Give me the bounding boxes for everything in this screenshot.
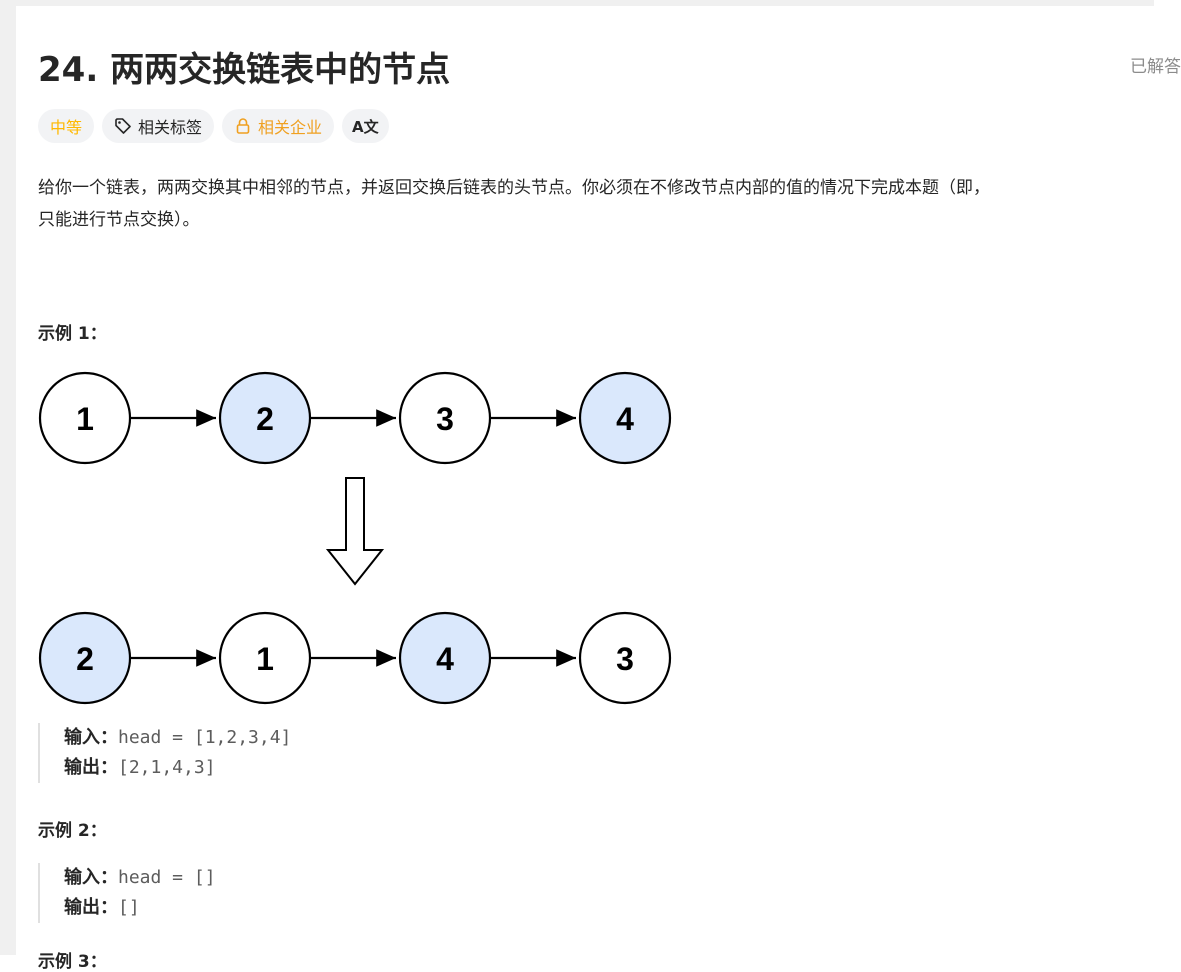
top-node-1: 1 bbox=[38, 371, 132, 465]
bottom-node-1-label: 2 bbox=[76, 641, 94, 677]
example-2-output: 输出：[] bbox=[64, 893, 216, 923]
translate-button[interactable]: A文 bbox=[342, 109, 389, 143]
example-3-title: 示例 3： bbox=[38, 952, 107, 972]
example-1-output: 输出：[2,1,4,3] bbox=[64, 753, 291, 783]
bottom-node-4: 3 bbox=[578, 611, 672, 705]
example-1-input: 输入：head = [1,2,3,4] bbox=[64, 723, 291, 753]
bottom-node-3: 4 bbox=[398, 611, 492, 705]
example-2-input: 输入：head = [] bbox=[64, 863, 216, 893]
top-node-3: 3 bbox=[398, 371, 492, 465]
description-line-1: 给你一个链表，两两交换其中相邻的节点，并返回交换后链表的头节点。你必须在不修改节… bbox=[38, 178, 990, 198]
related-tags-label: 相关标签 bbox=[138, 118, 203, 137]
bottom-node-2-label: 1 bbox=[256, 641, 274, 677]
example-1-output-label: 输出： bbox=[64, 757, 118, 778]
difficulty-badge: 中等 bbox=[38, 109, 95, 143]
bottom-node-2: 1 bbox=[218, 611, 312, 705]
swap-down-arrow bbox=[325, 477, 385, 586]
tag-icon bbox=[114, 117, 132, 135]
lock-icon bbox=[234, 117, 252, 135]
example-1-io: 输入：head = [1,2,3,4] 输出：[2,1,4,3] bbox=[38, 723, 291, 783]
related-companies-label: 相关企业 bbox=[258, 118, 323, 137]
example-2-output-label: 输出： bbox=[64, 897, 118, 918]
linked-list-swap-diagram: 1 2 3 4 bbox=[38, 371, 672, 705]
example-1-diagram: 1 2 3 4 bbox=[38, 366, 678, 710]
bottom-node-3-label: 4 bbox=[436, 641, 454, 677]
example-2-io: 输入：head = [] 输出：[] bbox=[38, 863, 216, 923]
translate-icon: A文 bbox=[352, 117, 379, 136]
example-2-title: 示例 2： bbox=[38, 821, 107, 841]
description-line-2: 只能进行节点交换）。 bbox=[38, 210, 200, 230]
example-2-input-value: head = [] bbox=[118, 867, 216, 888]
tag-bar: 中等 相关标签 相关企业 bbox=[38, 108, 389, 144]
top-node-3-label: 3 bbox=[436, 401, 454, 437]
example-1-input-value: head = [1,2,3,4] bbox=[118, 727, 292, 748]
bottom-node-4-label: 3 bbox=[616, 641, 634, 677]
related-companies-button[interactable]: 相关企业 bbox=[222, 109, 335, 143]
top-node-4: 4 bbox=[578, 371, 672, 465]
problem-description: 给你一个链表，两两交换其中相邻的节点，并返回交换后链表的头节点。你必须在不修改节… bbox=[38, 172, 1168, 236]
difficulty-label: 中等 bbox=[50, 118, 83, 137]
solved-status: 已解答 bbox=[1130, 57, 1181, 77]
problem-description-panel: 24. 两两交换链表中的节点 已解答 中等 相关标签 bbox=[16, 6, 1181, 972]
example-1-input-label: 输入： bbox=[64, 727, 118, 748]
top-node-2: 2 bbox=[218, 371, 312, 465]
problem-title[interactable]: 24. 两两交换链表中的节点 bbox=[38, 50, 451, 90]
top-node-2-label: 2 bbox=[256, 401, 274, 437]
related-tags-button[interactable]: 相关标签 bbox=[102, 109, 215, 143]
top-node-4-label: 4 bbox=[616, 401, 634, 437]
bottom-node-1: 2 bbox=[38, 611, 132, 705]
example-1-output-value: [2,1,4,3] bbox=[118, 757, 216, 778]
example-1-title: 示例 1： bbox=[38, 324, 107, 344]
top-node-1-label: 1 bbox=[76, 401, 94, 437]
example-2-output-value: [] bbox=[118, 897, 140, 918]
example-2-input-label: 输入： bbox=[64, 867, 118, 888]
